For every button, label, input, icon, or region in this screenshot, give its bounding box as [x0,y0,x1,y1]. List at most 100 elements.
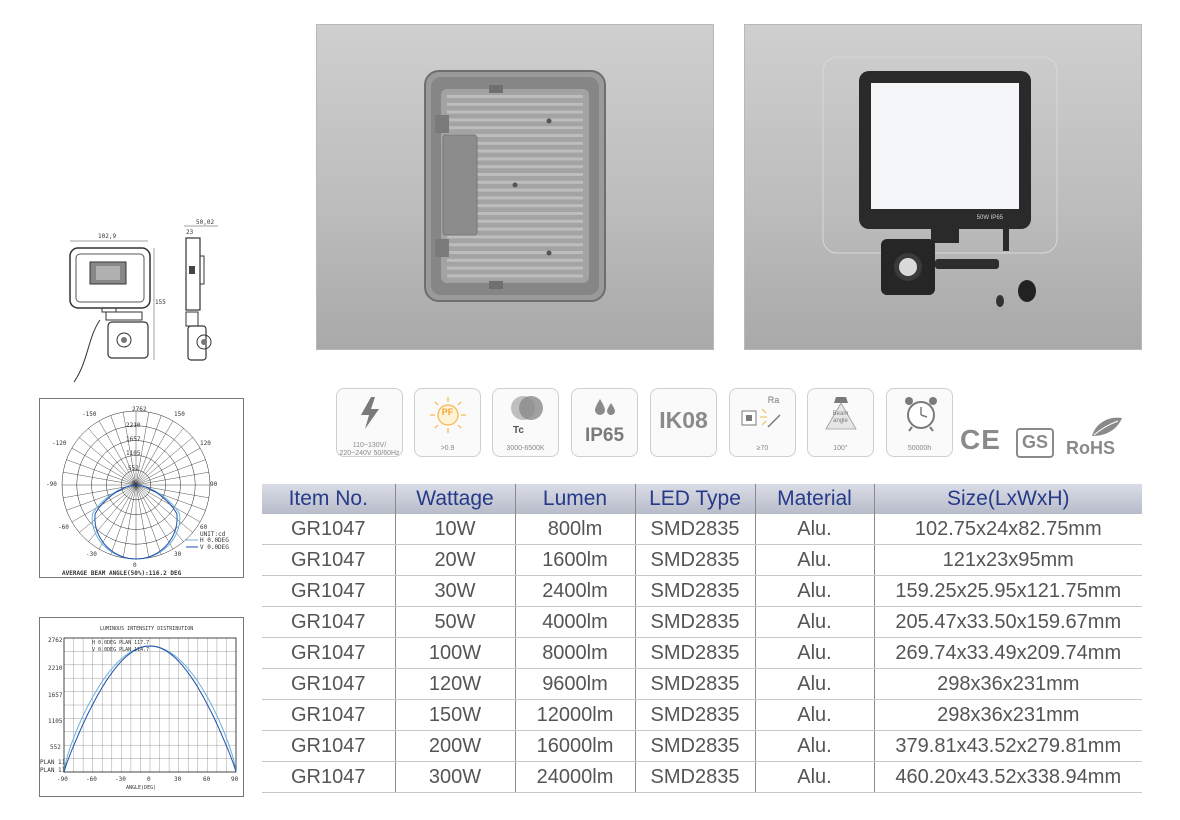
y-tick: 552 [50,744,61,751]
angle-label: 150 [174,411,185,418]
ik-feature: IK08 [650,388,717,457]
size-cell: 298x36x231mm [873,668,1142,700]
beam-caption: 100° [833,445,848,452]
material-cell: Alu. [754,730,875,762]
led-type-cell: SMD2835 [634,761,756,793]
ra-feature: Ra ≥70 [729,388,796,457]
heatsink-fin [447,141,583,145]
polar-spoke [135,415,162,486]
lumen-cell: 12000lm [514,699,636,731]
ring-label: 2762 [132,406,147,413]
heatsink-fin [447,204,583,208]
color-temp-feature: Tc 3000-6500K [492,388,559,457]
leaf-icon [1092,417,1122,436]
lightning-icon [361,397,379,429]
polar-spoke [135,484,209,499]
item-no-cell: GR1047 [262,637,396,669]
ip-text: IP65 [584,425,625,446]
header-material: Material [754,484,875,514]
header-size: Size(LxWxH) [873,484,1142,514]
polar-spoke [135,459,206,486]
header-led-type: LED Type [634,484,756,514]
polar-spoke [122,484,137,558]
product-photo-front: 50W IP65 [744,24,1142,350]
polar-spoke [71,484,137,523]
heatsink-fin [447,126,583,130]
material-cell: Alu. [754,575,875,607]
y-tick: 1657 [48,692,63,699]
polar-spoke [98,420,137,486]
wattage-cell: 100W [394,637,516,669]
ra-caption: ≥70 [756,445,769,452]
heatsink-fin [447,212,583,215]
cartesian-grid [63,637,237,773]
lumen-cell: 9600lm [514,668,636,700]
polar-spoke [98,484,137,550]
polar-spoke [135,447,201,486]
angle-label: -150 [82,411,97,418]
ring-label: 552 [128,465,139,472]
polar-spoke [66,484,137,511]
polar-spoke [135,412,150,486]
x-tick: 60 [203,776,211,783]
voltage-feature: 110~130V/ 220~240V 50/60Hz [336,388,403,457]
legend-v: V 0.0DEG [200,544,229,551]
pf-feature: PF >0.9 [414,388,481,457]
angle-label: 90 [210,481,218,488]
lumen-cell: 2400lm [514,575,636,607]
led-type-cell: SMD2835 [634,606,756,638]
heatsink-fin [447,235,583,239]
angle-label: -30 [86,551,97,558]
size-cell: 379.81x43.52x279.81mm [873,730,1142,762]
material-cell: Alu. [754,544,875,576]
heatsink-fin [447,251,583,254]
ra-icon [741,408,781,428]
rohs-text: RoHS [1066,438,1115,458]
polar-spoke [63,484,137,499]
ip-feature: IP65 [571,388,638,457]
heatsink-fin [447,196,583,200]
material-cell: Alu. [754,761,875,793]
lifetime-caption: 50000h [907,445,932,452]
ce-mark: CE [960,424,1001,455]
heatsink-fin [447,149,583,153]
item-no-cell: GR1047 [262,699,396,731]
polar-spoke [63,471,137,486]
angle-label: -120 [52,440,67,447]
heatsink-fin [447,274,583,278]
photo-rating-label: 50W IP65 [977,215,1004,221]
size-cell: 298x36x231mm [873,699,1142,731]
tc-caption: 3000-6500K [506,445,545,452]
material-cell: Alu. [754,637,875,669]
legend-h: H 0.0DEG [200,537,229,544]
spec-table: Item No. Wattage Lumen LED Type Material… [262,484,1142,793]
header-lumen: Lumen [514,484,636,514]
led-type-cell: SMD2835 [634,730,756,762]
polar-spoke [135,471,209,486]
heatsink-fin [447,258,583,262]
led-type-cell: SMD2835 [634,575,756,607]
polar-spoke [88,484,137,542]
heatsink-fin [447,118,583,122]
dimension-drawing: 102,9 155 50,02 23 [58,212,248,392]
size-cell: 269.74x33.49x209.74mm [873,637,1142,669]
depth-dimension-label: 50,02 [196,219,214,226]
voltage-caption-2: 220~240V 50/60Hz [339,450,400,457]
ring-label: 1657 [126,436,141,443]
heatsink-fin [447,188,583,192]
material-cell: Alu. [754,699,875,731]
small-dimension-label: 23 [186,229,194,236]
header-wattage: Wattage [394,484,516,514]
intensity-distribution-chart: LUMINOUS INTENSITY DISTRIBUTION H 0.0DEG… [39,617,244,797]
gs-mark-text: GS [1022,432,1049,452]
legend-v: V 0.0DEG PLAN 114.7 [92,647,149,653]
heatsink-fin [447,219,583,223]
polar-spoke [135,484,201,523]
alarm-clock-icon [905,397,937,432]
y-tick: 1105 [48,718,63,725]
